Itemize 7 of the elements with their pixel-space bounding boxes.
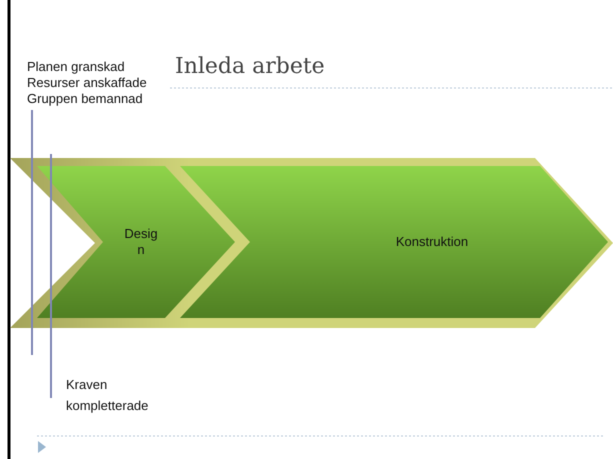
step-label: Design [122,226,160,258]
milestone-label: Resurser anskaffade [27,75,147,90]
step-label: Konstruktion [332,234,532,250]
milestone-label: Kraven kompletterade [66,376,150,415]
milestone-label: Planen granskad [27,59,125,74]
milestone-label: Gruppen bemannad [27,91,143,106]
slide-title: Inleda arbete [175,54,325,79]
